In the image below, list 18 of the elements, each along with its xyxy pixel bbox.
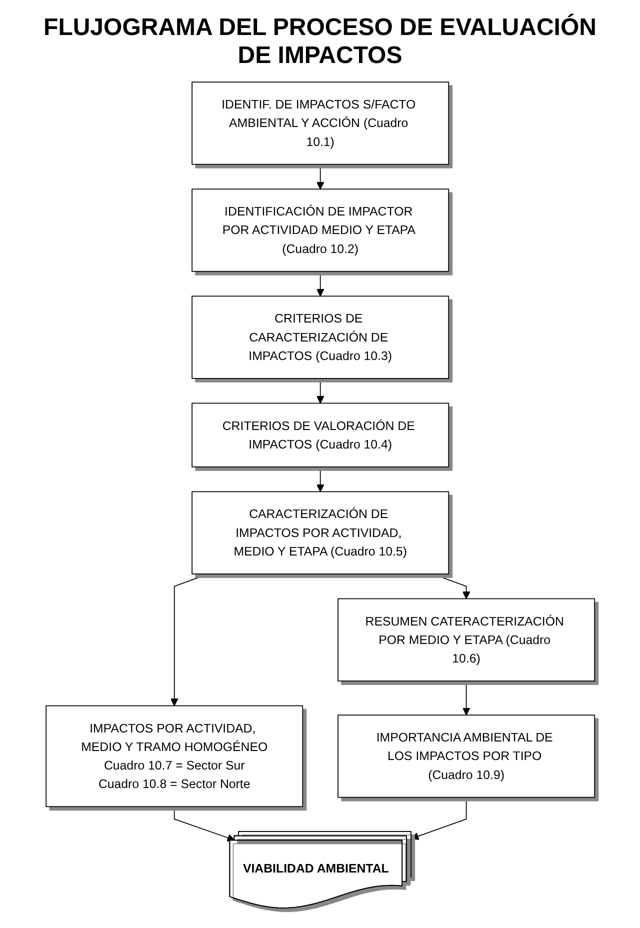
node-box: CARACTERIZACIÓN DE IMPACTOS POR ACTIVIDAD, MEDIO Y ETAPA (Cuadro 10.5) [191,491,449,575]
arrow [410,797,466,840]
arrow [316,466,324,492]
arrow [170,574,208,706]
arrow [174,806,235,842]
node-box: IMPACTOS POR ACTIVIDAD, MEDIO Y TRAMO HOMOGÉNEO Cuadro 10.7 = Sector Sur Cuadro 10.8 = Sector Norte [45,706,303,808]
node-box: IMPORTANCIA AMBIENTAL DE LOS IMPACTOS POR TIPO (Cuadro 10.9) [337,714,595,798]
arrow [316,378,324,404]
node-box: IDENTIF. DE IMPACTOS S/FACTO AMBIENTAL Y ACCIÓN (Cuadro 10.1) [191,82,449,165]
arrow [462,680,470,716]
arrow [316,164,324,190]
node-box: CRITERIOS DE CARACTERIZACIÓN DE IMPACTOS (Cuadro 10.3) [191,296,449,380]
arrow [432,574,470,600]
diagram-title: FLUJOGRAMA DEL PROCESO DE EVALUACIÓN DE IMPACTOS [42,14,598,70]
node-box: CRITERIOS DE VALORACIÓN DE IMPACTOS (Cuadro 10.4) [191,402,449,468]
node-box: RESUMEN CATERACTERIZACIÓN POR MEDIO Y ETAPA (Cuadro 10.6) [337,598,595,682]
arrow [316,271,324,297]
node-box: IDENTIFICACIÓN DE IMPACTOR POR ACTIVIDAD MEDIO Y ETAPA (Cuadro 10.2) [191,188,449,272]
